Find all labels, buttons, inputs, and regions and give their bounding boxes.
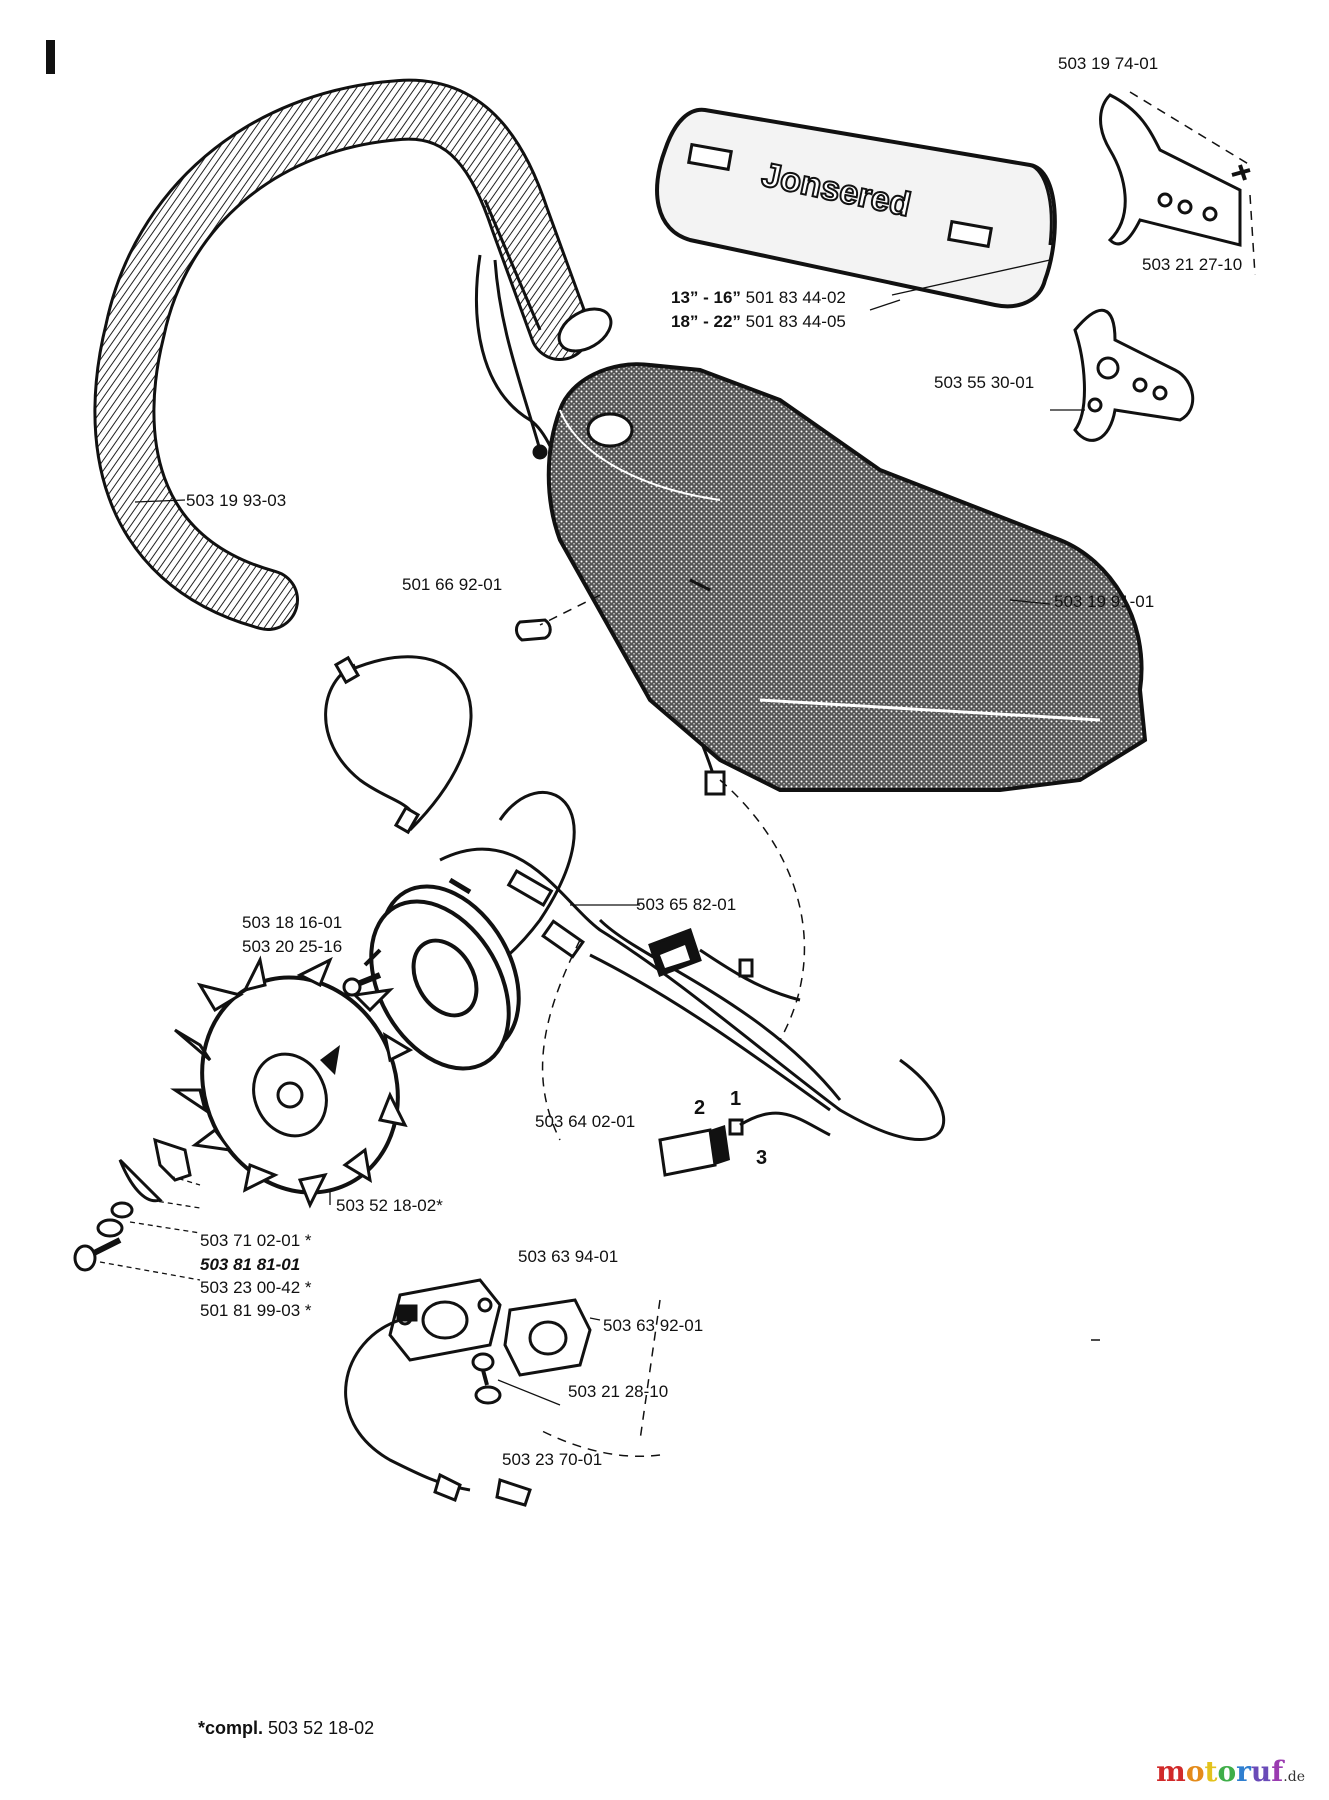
- label-sprocket-cover: 503 19 91-01: [1054, 592, 1155, 611]
- watermark-logo: motoruf.de: [1156, 1755, 1305, 1788]
- ignition-lead: [344, 1304, 532, 1507]
- label-washer: 503 23 00-42 *: [200, 1278, 312, 1297]
- footnote-prefix: *compl.: [198, 1718, 264, 1738]
- wiring-harness: [439, 791, 946, 1141]
- handlebar: [93, 78, 613, 631]
- terminal-2: 2: [694, 1097, 706, 1119]
- wire-clip: [515, 618, 552, 642]
- label-gasket-2: 503 63 92-01: [603, 1316, 704, 1335]
- ring-screw: [342, 972, 382, 997]
- label-screw: 501 81 99-03 *: [200, 1301, 312, 1320]
- label-guard-plate: 503 55 30-01: [934, 373, 1035, 392]
- label-flywheel: 503 52 18-02*: [336, 1196, 443, 1215]
- stop-switch: [648, 928, 801, 1002]
- label-handlebar: 503 19 93-03: [186, 491, 287, 510]
- footnote: *compl. 503 52 18-02: [198, 1718, 374, 1738]
- flywheel: [170, 955, 414, 1209]
- label-nut: 503 81 81-01: [200, 1255, 301, 1274]
- magnet-ring: [363, 884, 521, 1071]
- coil-screw: [471, 1352, 561, 1406]
- label-guard-13-16: 13” - 16” 501 83 44-02: [671, 288, 846, 308]
- label-gasket-1: 503 63 94-01: [518, 1247, 619, 1266]
- label-ring-screw: 503 20 25-16: [242, 937, 343, 956]
- footnote-value: 503 52 18-02: [268, 1718, 375, 1738]
- leader-lines: [99, 299, 1051, 1281]
- flywheel-hardware: [73, 1137, 192, 1272]
- label-ignition-lead: 503 23 70-01: [502, 1450, 603, 1469]
- label-bar-clamp: 503 21 27-10: [1142, 255, 1243, 274]
- chain-guard: Jonsered: [655, 107, 1057, 309]
- section-mark: [46, 40, 55, 74]
- label-guard-13-16-num: 501 83 44-02: [745, 288, 846, 307]
- label-wire-clip: 501 66 92-01: [402, 575, 503, 594]
- label-terminal-switch: 503 64 02-01: [535, 1112, 636, 1131]
- ignition-gasket-1: [388, 1278, 502, 1362]
- label-leaders-right: [570, 259, 1085, 1321]
- terminal-3: 3: [756, 1147, 768, 1169]
- bar-clamp: [1099, 93, 1251, 247]
- label-key: 503 71 02-01 *: [200, 1231, 312, 1250]
- label-magnet-ring: 503 18 16-01: [242, 913, 343, 932]
- label-guard-18-22-num: 501 83 44-05: [745, 312, 846, 331]
- label-coil-screw: 503 21 28-10: [568, 1382, 669, 1401]
- label-bar-clamp-nut: 503 19 74-01: [1058, 54, 1159, 73]
- ignition-gasket-2: [503, 1298, 592, 1377]
- label-guard-13-16-size: 13” - 16”: [671, 288, 741, 307]
- terminal-1: 1: [730, 1088, 742, 1110]
- guard-plate: [1073, 308, 1195, 442]
- label-wiring-harness: 503 65 82-01: [636, 895, 737, 914]
- label-guard-18-22: 18” - 22” 501 83 44-05: [671, 312, 846, 332]
- terminal-switch: [658, 1111, 831, 1177]
- short-cable: [324, 655, 473, 835]
- sprocket-cover: [546, 362, 1148, 792]
- leader-dashes: [539, 91, 1256, 1458]
- label-guard-18-22-size: 18” - 22”: [671, 312, 741, 331]
